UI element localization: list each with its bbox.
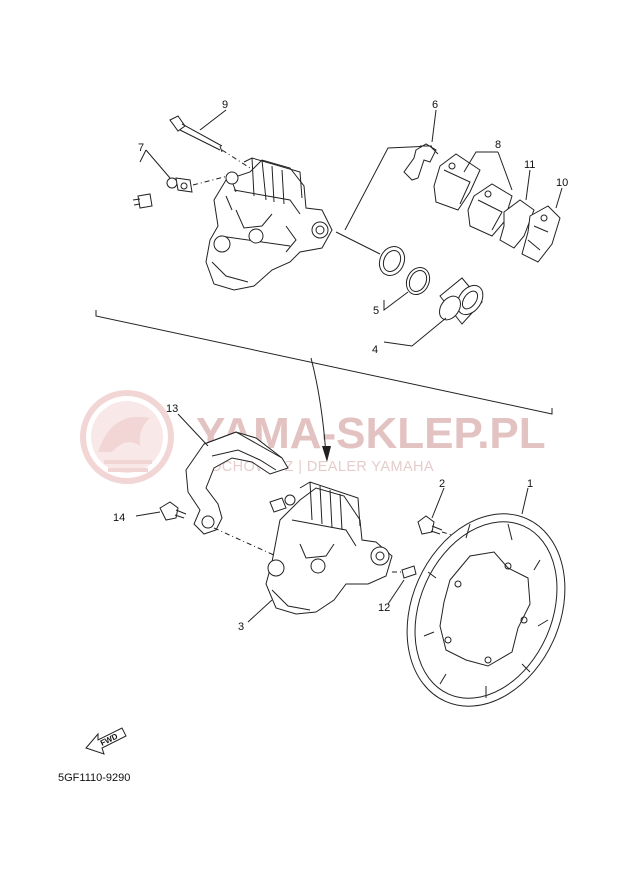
watermark-subtitle: SOCHOWICZ | DEALER YAMAHA — [200, 459, 434, 475]
part-label-3: 3 — [238, 621, 244, 633]
pad-spring-6-shape — [403, 143, 439, 181]
fwd-arrow-icon: FWD — [85, 727, 127, 755]
part-label-5: 5 — [373, 305, 379, 317]
part-label-4: 4 — [372, 344, 378, 356]
part-label-12: 12 — [378, 602, 390, 614]
piston-4-shape — [439, 277, 484, 325]
part-label-11: 11 — [524, 159, 535, 171]
part-label-2: 2 — [439, 478, 445, 490]
lower-caliper-body — [265, 481, 393, 615]
watermark-logo-icon — [80, 390, 174, 484]
fwd-label: FWD — [99, 732, 120, 748]
pin-12-shape — [392, 565, 417, 579]
caliper-bracket-13-shape — [185, 431, 289, 557]
bolt-2-shape — [417, 515, 463, 539]
part-label-1: 1 — [527, 478, 533, 490]
watermark: YAMA-SKLEP.PL SOCHOWICZ | DEALER YAMAHA — [80, 390, 546, 484]
part-number-labels: 9 7 6 8 11 10 5 4 13 14 2 1 12 3 — [113, 99, 568, 633]
bolt-9-shape — [169, 115, 251, 169]
part-label-6: 6 — [432, 99, 438, 111]
bleed-screw-7-shape — [132, 175, 229, 209]
part-label-14: 14 — [113, 512, 125, 524]
upper-caliper-body — [205, 157, 333, 291]
part-label-8: 8 — [495, 139, 501, 151]
seal-5-shape — [378, 245, 431, 296]
separator-line — [95, 310, 553, 462]
part-label-7: 7 — [138, 142, 144, 154]
lower-caliper-assembly — [159, 431, 566, 707]
diagram-code: 5GF1110-9290 — [58, 772, 130, 784]
part-label-10: 10 — [556, 177, 568, 189]
brake-disc-1-shape — [406, 513, 566, 707]
part-label-13: 13 — [166, 403, 178, 415]
shim-10-shape — [521, 205, 561, 263]
leader-lines — [135, 109, 563, 623]
upper-caliper-assembly — [132, 115, 561, 325]
shim-11-shape — [499, 199, 535, 249]
brake-pads-8-shape — [433, 153, 513, 237]
bolt-14-shape — [159, 501, 187, 521]
part-label-9: 9 — [222, 99, 228, 111]
